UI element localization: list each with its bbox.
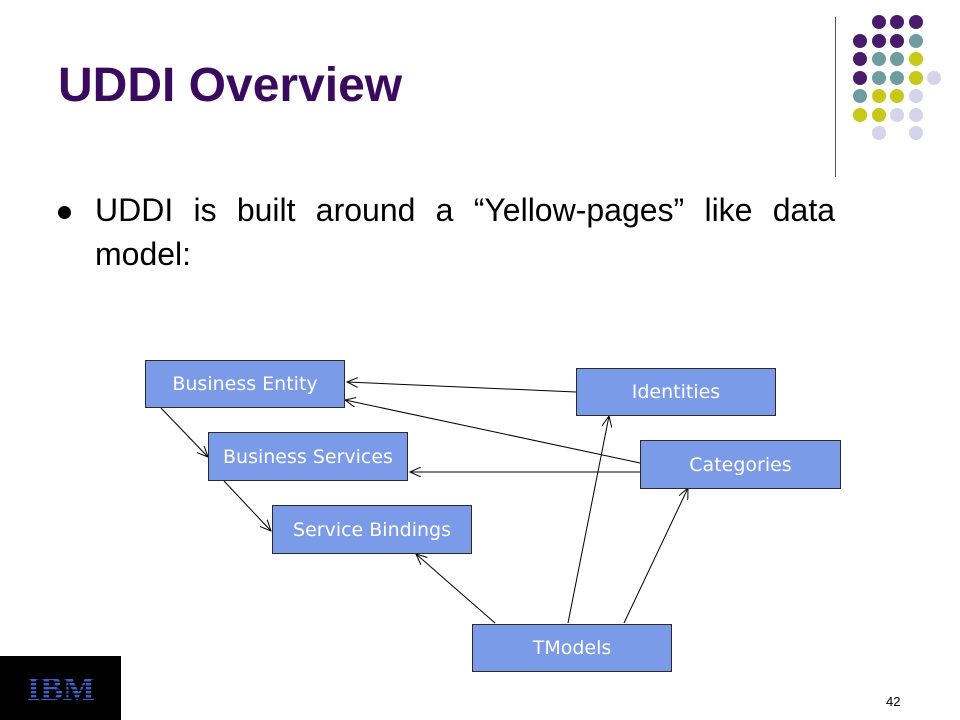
edge-business-services-to-service-bindings bbox=[223, 480, 271, 531]
decorative-dot bbox=[908, 15, 923, 29]
svg-text:IBM: IBM bbox=[27, 671, 95, 705]
decorative-dot bbox=[871, 89, 886, 103]
page-number: 42 bbox=[886, 694, 901, 709]
decorative-dot bbox=[871, 107, 886, 122]
node-business-entity: Business Entity bbox=[145, 360, 345, 408]
decorative-dot bbox=[853, 52, 867, 66]
decorative-dot bbox=[871, 126, 886, 140]
decorative-dot bbox=[908, 89, 923, 103]
decorative-dot bbox=[908, 126, 923, 140]
decorative-dot bbox=[890, 70, 904, 85]
node-identities: Identities bbox=[576, 368, 776, 416]
edge-tmodels-to-identities bbox=[567, 416, 609, 624]
decorative-dot bbox=[871, 52, 886, 66]
slide-title: UDDI Overview bbox=[58, 59, 403, 112]
edge-tmodels-to-categories bbox=[623, 488, 688, 624]
decorative-dot bbox=[908, 52, 923, 66]
node-categories: Categories bbox=[640, 440, 841, 489]
decorative-dot bbox=[890, 52, 904, 66]
node-service-bindings: Service Bindings bbox=[272, 505, 472, 554]
decorative-dot bbox=[890, 33, 904, 48]
header-divider bbox=[835, 17, 836, 177]
decorative-dot bbox=[890, 89, 904, 103]
decorative-dot bbox=[853, 107, 867, 122]
edge-tmodels-to-service-bindings bbox=[416, 554, 496, 624]
decorative-dot bbox=[908, 33, 923, 48]
node-business-services: Business Services bbox=[208, 432, 408, 481]
node-tmodels: TModels bbox=[472, 624, 672, 672]
decorative-dot bbox=[853, 70, 867, 85]
decorative-dot bbox=[871, 15, 886, 29]
ibm-logo-icon: IBM bbox=[27, 671, 95, 705]
decorative-dot bbox=[890, 107, 904, 122]
decorative-dot bbox=[853, 89, 867, 103]
decorative-dot bbox=[908, 107, 923, 122]
edge-identities-to-business-entity bbox=[347, 382, 577, 393]
ibm-logo: IBM bbox=[0, 656, 121, 720]
bullet-dot-icon bbox=[58, 206, 71, 219]
decorative-dot bbox=[908, 70, 923, 85]
decorative-dot bbox=[871, 70, 886, 85]
edge-categories-to-business-entity bbox=[345, 400, 641, 464]
decorative-dot bbox=[927, 70, 941, 85]
bullet-text: UDDI is built around a “Yellow-pages” li… bbox=[95, 192, 835, 272]
decorative-dot bbox=[890, 15, 904, 29]
edge-business-entity-to-business-services bbox=[160, 407, 208, 457]
decorative-dot bbox=[871, 33, 886, 48]
decorative-dot bbox=[853, 33, 867, 48]
